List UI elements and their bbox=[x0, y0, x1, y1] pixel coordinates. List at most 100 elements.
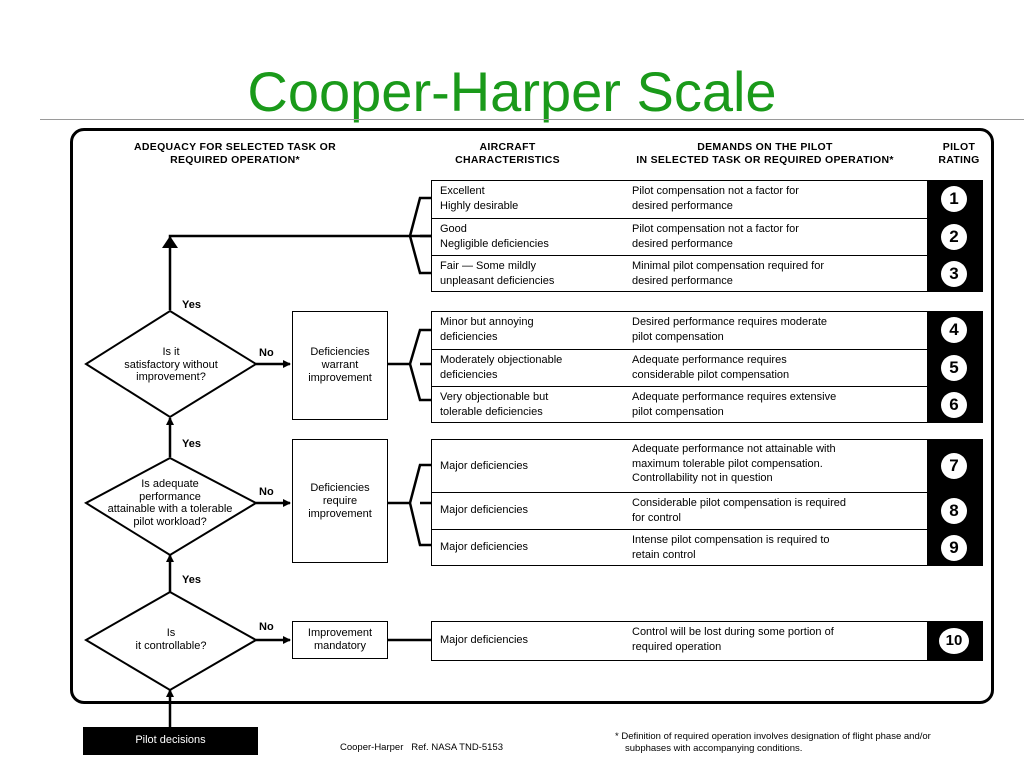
rating-row-8: Major deficiencies Considerable pilot co… bbox=[432, 492, 927, 529]
arrow-satisfactory-yes-head bbox=[162, 236, 178, 248]
rating-2-cell: 2 bbox=[927, 218, 982, 255]
rating-row-1: Excellent Highly desirable Pilot compens… bbox=[432, 181, 927, 218]
decision-controllable-line-2: it controllable? bbox=[135, 639, 207, 652]
rating-4-characteristics: Minor but annoying deficiencies bbox=[440, 315, 620, 344]
rating-group-1: Excellent Highly desirable Pilot compens… bbox=[431, 180, 983, 292]
rating-10-characteristics: Major deficiencies bbox=[440, 633, 620, 648]
decision-adequate-line-1: Is adequate bbox=[141, 478, 199, 490]
rating-7-dem-line-1: Adequate performance not attainable with bbox=[632, 443, 836, 455]
label-yes-adequate: Yes bbox=[182, 438, 201, 450]
rating-3-cell: 3 bbox=[927, 255, 982, 291]
rating-1-dem-line-2: desired performance bbox=[632, 199, 733, 212]
header-demands-line-2: IN SELECTED TASK OR REQUIRED OPERATION* bbox=[636, 154, 894, 166]
rating-9-dem-line-2: retain control bbox=[632, 548, 696, 561]
outcome-require-improvement: Deficiencies require improvement bbox=[292, 439, 388, 563]
rating-8-dem-line-1: Considerable pilot compensation is requi… bbox=[632, 497, 847, 509]
rating-7-char-line-1: Major deficiencies bbox=[440, 460, 529, 472]
rating-1-char-line-2: Highly desirable bbox=[440, 199, 519, 212]
rating-4-demands: Desired performance requires moderate pi… bbox=[632, 315, 922, 344]
rating-2-dem-line-2: desired performance bbox=[632, 237, 733, 250]
rating-4-cell: 4 bbox=[927, 312, 982, 349]
rating-3-badge: 3 bbox=[941, 261, 967, 287]
decision-adequate-line-3: attainable with a tolerable bbox=[107, 503, 233, 515]
decision-controllable-diamond bbox=[84, 590, 259, 692]
rating-row-10: Major deficiencies Control will be lost … bbox=[432, 622, 927, 660]
title-divider bbox=[40, 119, 1024, 120]
rating-3-char-line-2: unpleasant deficiencies bbox=[440, 274, 555, 287]
footnote: * Definition of required operation invol… bbox=[615, 731, 1015, 755]
rating-9-dem-line-1: Intense pilot compensation is required t… bbox=[632, 534, 830, 546]
header-rating: PILOT RATING bbox=[928, 141, 990, 167]
rating-6-badge: 6 bbox=[941, 392, 967, 418]
rating-4-dem-line-2: pilot compensation bbox=[632, 330, 724, 343]
rating-group-2: Minor but annoying deficiencies Desired … bbox=[431, 311, 983, 423]
rating-3-demands: Minimal pilot compensation required for … bbox=[632, 259, 922, 288]
rating-10-char-line-1: Major deficiencies bbox=[440, 634, 529, 646]
bracket-group-3 bbox=[387, 463, 431, 547]
decision-satisfactory-line-3: improvement? bbox=[136, 371, 206, 383]
rating-9-demands: Intense pilot compensation is required t… bbox=[632, 533, 922, 562]
footnote-line-1: * Definition of required operation invol… bbox=[615, 731, 931, 742]
rating-6-demands: Adequate performance requires extensive … bbox=[632, 390, 922, 419]
rating-3-char-line-1: Fair — Some mildly bbox=[440, 260, 536, 272]
header-aircraft-line-2: CHARACTERISTICS bbox=[455, 154, 560, 166]
outcome-mandatory-line-1: Improvement bbox=[307, 627, 373, 639]
rating-10-badge: 10 bbox=[939, 628, 969, 654]
outcome-require-line-3: improvement bbox=[308, 507, 372, 520]
label-yes-satisfactory: Yes bbox=[182, 299, 201, 311]
decision-adequate-diamond bbox=[83, 456, 259, 557]
rating-2-char-line-2: Negligible deficiencies bbox=[440, 237, 549, 250]
rating-2-demands: Pilot compensation not a factor for desi… bbox=[632, 222, 922, 251]
header-demands-line-1: DEMANDS ON THE PILOT bbox=[697, 141, 833, 153]
label-no-satisfactory: No bbox=[259, 347, 274, 359]
rating-6-characteristics: Very objectionable but tolerable deficie… bbox=[440, 390, 620, 419]
rating-8-char-line-1: Major deficiencies bbox=[440, 504, 529, 516]
rating-6-char-line-1: Very objectionable but bbox=[440, 391, 549, 403]
header-demands: DEMANDS ON THE PILOT IN SELECTED TASK OR… bbox=[600, 141, 930, 167]
rating-group-3: Major deficiencies Adequate performance … bbox=[431, 439, 983, 566]
footnote-line-2: subphases with accompanying conditions. bbox=[625, 743, 803, 754]
header-adequacy: ADEQUACY FOR SELECTED TASK OR REQUIRED O… bbox=[100, 141, 370, 167]
rating-5-char-line-1: Moderately objectionable bbox=[440, 354, 563, 366]
header-adequacy-line-2: REQUIRED OPERATION* bbox=[170, 154, 300, 166]
decision-satisfactory-line-1: Is it bbox=[162, 346, 180, 358]
rating-8-cell: 8 bbox=[927, 492, 982, 529]
outcome-mandatory-line-2: mandatory bbox=[314, 640, 366, 652]
rating-8-dem-line-2: for control bbox=[632, 511, 681, 524]
rating-2-characteristics: Good Negligible deficiencies bbox=[440, 222, 620, 251]
rating-5-characteristics: Moderately objectionable deficiencies bbox=[440, 353, 620, 382]
rating-7-cell: 7 bbox=[927, 440, 982, 492]
rating-1-dem-line-1: Pilot compensation not a factor for bbox=[632, 185, 799, 197]
rating-10-dem-line-2: required operation bbox=[632, 640, 722, 653]
decision-controllable-text: Is it controllable? bbox=[96, 627, 246, 652]
rating-9-characteristics: Major deficiencies bbox=[440, 540, 620, 555]
decision-adequate-line-2: performance bbox=[139, 490, 201, 503]
rating-8-demands: Considerable pilot compensation is requi… bbox=[632, 496, 922, 525]
rating-6-cell: 6 bbox=[927, 386, 982, 422]
credit-reference: Cooper-Harper Ref. NASA TND-5153 bbox=[340, 742, 503, 753]
rating-2-dem-line-1: Pilot compensation not a factor for bbox=[632, 223, 799, 235]
rating-1-char-line-1: Excellent bbox=[440, 185, 485, 197]
rating-7-dem-line-3: Controllability not in question bbox=[632, 472, 773, 484]
rating-row-3: Fair — Some mildly unpleasant deficienci… bbox=[432, 255, 927, 291]
rating-1-demands: Pilot compensation not a factor for desi… bbox=[632, 184, 922, 213]
rating-4-char-line-1: Minor but annoying bbox=[440, 316, 534, 328]
scale-frame bbox=[70, 128, 994, 704]
rating-1-badge: 1 bbox=[941, 186, 967, 212]
bracket-group-1 bbox=[408, 196, 431, 275]
rating-1-cell: 1 bbox=[927, 181, 982, 218]
rating-3-characteristics: Fair — Some mildly unpleasant deficienci… bbox=[440, 259, 620, 288]
rating-row-5: Moderately objectionable deficiencies Ad… bbox=[432, 349, 927, 386]
rating-6-dem-line-1: Adequate performance requires extensive bbox=[632, 391, 837, 403]
header-aircraft: AIRCRAFT CHARACTERISTICS bbox=[440, 141, 575, 167]
outcome-warrant-improvement: Deficiencies warrant improvement bbox=[292, 311, 388, 420]
rating-9-badge: 9 bbox=[941, 535, 967, 561]
decision-satisfactory-diamond bbox=[84, 309, 258, 419]
rating-3-dem-line-1: Minimal pilot compensation required for bbox=[632, 260, 824, 272]
rating-8-badge: 8 bbox=[941, 498, 967, 524]
rating-2-char-line-1: Good bbox=[440, 223, 467, 235]
rating-4-dem-line-1: Desired performance requires moderate bbox=[632, 316, 828, 328]
rating-row-2: Good Negligible deficiencies Pilot compe… bbox=[432, 218, 927, 255]
rating-5-dem-line-2: considerable pilot compensation bbox=[632, 368, 790, 381]
